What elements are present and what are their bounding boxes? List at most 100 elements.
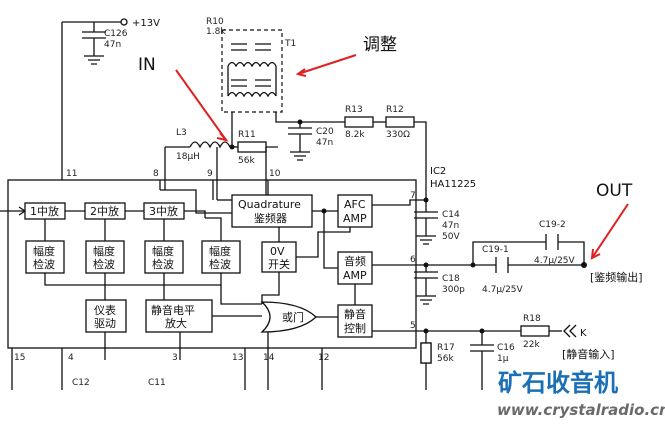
r11-value: 56k (238, 156, 255, 166)
r17-ref: R17 (437, 343, 455, 353)
pin-4: 4 (68, 353, 74, 363)
supply-terminal (120, 18, 128, 26)
pin-8: 8 (153, 169, 159, 179)
c126-symbol (82, 31, 106, 39)
out-arrow (591, 203, 629, 259)
ic2-outline (7, 179, 417, 349)
out-label: OUT (596, 181, 633, 201)
quadrature-line2: 鉴频器 (254, 211, 287, 225)
ov-switch (261, 241, 297, 273)
c19-2-symbol (545, 234, 559, 250)
amp-det-2 (85, 240, 125, 274)
r18-ref: R18 (523, 314, 541, 324)
supply-section: +13V C126 47n 11 (61, 18, 160, 180)
pin-5: 5 (410, 321, 416, 331)
c12-ref: C12 (72, 378, 90, 388)
mute-level-line2: 放大 (165, 316, 187, 330)
t1-secondary (227, 91, 277, 98)
amp-det-3-line1: 幅度 (152, 244, 174, 258)
watermark-url: www.crystalradio.cn (497, 401, 665, 419)
afc-amp (337, 194, 373, 228)
r12-body (385, 116, 415, 128)
in-arrow (175, 69, 227, 141)
r12-ref: R12 (386, 105, 404, 115)
r13-value: 8.2k (345, 130, 365, 140)
audio-amp (337, 251, 373, 285)
bias-network: C20 47n R13 8.2k R12 330Ω (288, 105, 427, 200)
k-terminal-label: K (580, 328, 587, 339)
c14-symbol (414, 200, 438, 219)
output-network: C14 47n 50V C18 300p C19-1 4.7μ/25V C19-… (414, 181, 643, 390)
ic2-ref: IC2 (430, 166, 446, 177)
t1-section: R10 1.8k T1 (206, 17, 300, 147)
supply-label: +13V (132, 18, 160, 29)
c11-ref: C11 (148, 378, 166, 388)
in-label: IN (138, 55, 156, 75)
pin-15: 15 (14, 353, 25, 363)
l3-ref: L3 (176, 128, 187, 138)
t1-shield (221, 29, 283, 113)
ov-switch-line2: 开关 (268, 257, 290, 271)
mute-ctrl-line1: 静音 (344, 307, 366, 321)
input-tank: L3 18μH R11 56k (164, 128, 278, 200)
quadrature-line1: Quadrature (238, 198, 301, 211)
amp-det-2-line1: 幅度 (93, 244, 115, 258)
r18-body (520, 325, 550, 337)
ov-switch-line1: 0V (270, 245, 285, 258)
c20-ref: C20 (316, 127, 334, 137)
or-gate-label: 或门 (282, 310, 304, 324)
c18-value: 300p (442, 285, 465, 295)
c126-value: 47n (104, 40, 121, 50)
l3-value: 18μH (176, 152, 200, 162)
pin-7: 7 (410, 191, 416, 201)
mute-ctrl-line2: 控制 (344, 321, 366, 335)
l3-coil (189, 141, 231, 149)
afc-line2: AMP (343, 212, 367, 225)
c18-symbol (414, 265, 438, 279)
if-stage-1-label: 1中放 (30, 204, 59, 218)
audio-amp-line2: AMP (343, 269, 367, 282)
c16-value: 1μ (497, 354, 509, 364)
ic2-value: HA11225 (430, 179, 476, 190)
amp-det-2-line2: 检波 (93, 257, 115, 271)
r17-value: 56k (437, 354, 454, 364)
pin-3: 3 (172, 353, 178, 363)
c19-2-ref: C19-2 (539, 220, 566, 230)
audio-amp-line1: 音频 (344, 254, 366, 268)
if-stage-3-label: 3中放 (149, 204, 178, 218)
r11-body (237, 141, 267, 153)
pin-10: 10 (269, 169, 281, 179)
r13-ref: R13 (345, 105, 363, 115)
r13-body (344, 116, 374, 128)
k-terminal-symbol (563, 324, 577, 338)
adjust-label: 调整 (363, 35, 397, 55)
c126-ground (84, 38, 104, 65)
c19-1-symbol (495, 257, 509, 273)
meter-drive-line1: 仪表 (94, 303, 116, 317)
c14-value: 47n (442, 221, 459, 231)
r10-ref: R10 (206, 17, 224, 27)
amp-det-4-line1: 幅度 (209, 244, 231, 258)
mute-in-terminal: [静音输入] (562, 347, 615, 361)
output-node (581, 262, 587, 268)
c18-ref: C18 (442, 274, 460, 284)
pin-12: 12 (318, 353, 329, 363)
r18-value: 22k (523, 340, 540, 350)
r12-value: 330Ω (386, 130, 410, 140)
if-stage-2-label: 2中放 (90, 204, 119, 218)
c19-2-value: 4.7μ/25V (534, 256, 576, 266)
mute-level-amp (145, 299, 213, 333)
c14-ref: C14 (442, 210, 460, 220)
t1-primary (227, 61, 277, 68)
or-gate (260, 301, 317, 333)
c19-1-ref: C19-1 (482, 245, 509, 255)
det-out-terminal: [鉴频输出] (590, 270, 643, 284)
adjust-arrow (297, 54, 357, 75)
r17-body (420, 342, 432, 364)
c20-symbol (288, 127, 312, 135)
meter-drive-line2: 驱动 (94, 317, 116, 330)
pin-14: 14 (263, 353, 275, 363)
meter-drive (85, 299, 127, 333)
